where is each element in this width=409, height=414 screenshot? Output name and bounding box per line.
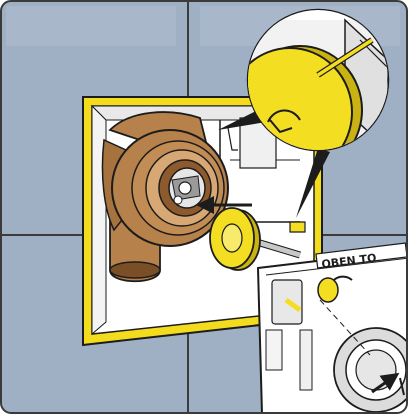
yellow-cover-part [209, 207, 306, 271]
magnifier-pointers [218, 108, 330, 218]
magnified-detail [246, 8, 390, 152]
mounting-plate: OBEN TO [256, 242, 407, 413]
